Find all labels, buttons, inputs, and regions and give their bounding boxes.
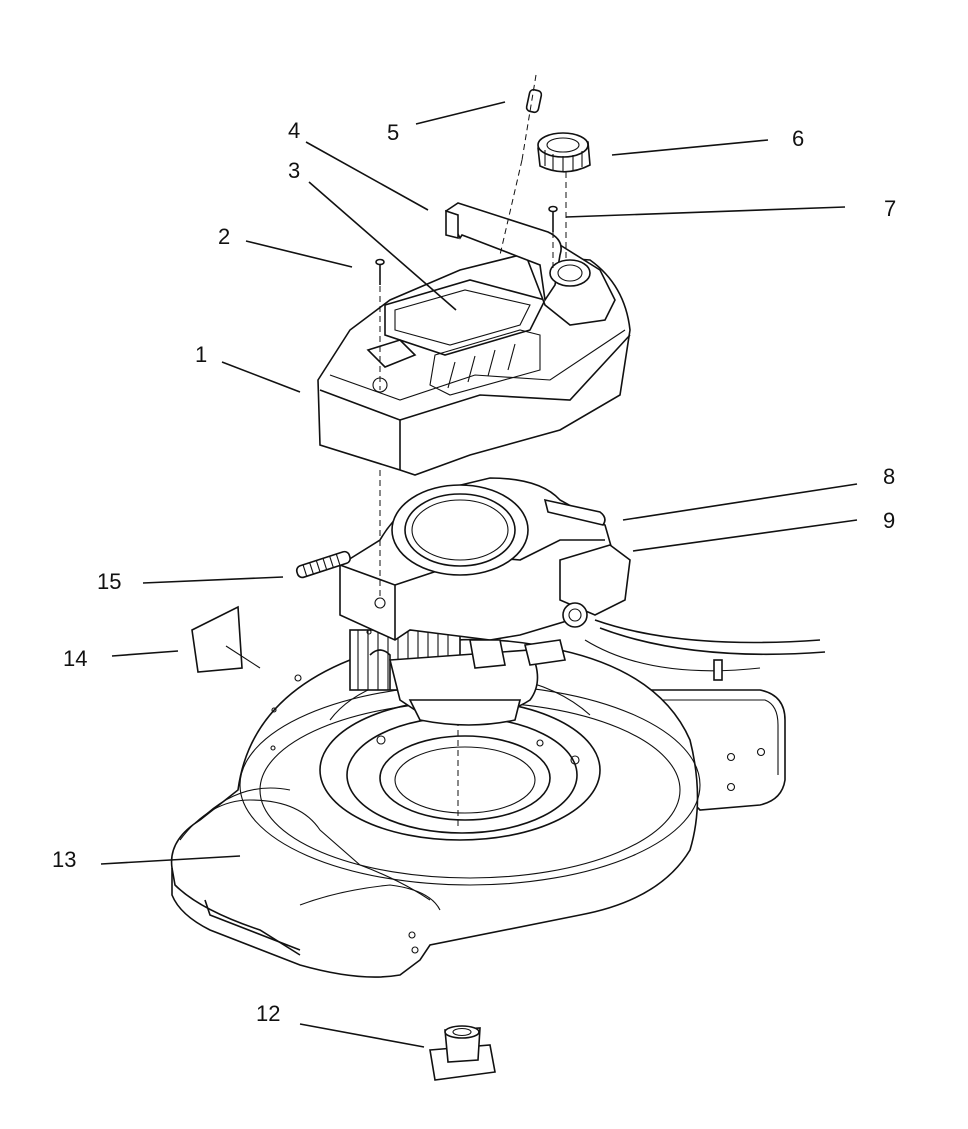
callout-5: 5: [387, 120, 399, 145]
leader-13: [100, 855, 241, 865]
leader-1: [221, 361, 301, 393]
screw-right: [548, 205, 558, 232]
fuel-cap: [537, 132, 591, 173]
leader-2: [245, 240, 353, 268]
leader-9: [632, 519, 858, 552]
callout-labels: 1 2 3 4 5 6 7 8 9 12 13 14 15: [52, 118, 896, 1026]
bushing: [525, 88, 543, 114]
engine-cover: [317, 202, 631, 476]
blade-adapter: [429, 1025, 496, 1081]
callout-3: 3: [288, 158, 300, 183]
leader-6: [611, 139, 769, 156]
callout-2: 2: [218, 224, 230, 249]
leader-12: [299, 1023, 425, 1048]
mower-deck: [170, 638, 786, 978]
callout-9: 9: [883, 508, 895, 533]
callout-6: 6: [792, 126, 804, 151]
dipstick-tube: [295, 550, 351, 579]
leader-15: [142, 576, 284, 584]
callout-15: 15: [97, 569, 121, 594]
callout-14: 14: [63, 646, 87, 671]
leader-4: [305, 141, 429, 211]
leader-3: [308, 181, 457, 311]
callout-12: 12: [256, 1001, 280, 1026]
baffle-plate: [191, 605, 261, 673]
callout-13: 13: [52, 847, 76, 872]
callout-8: 8: [883, 464, 895, 489]
leader-5: [415, 101, 506, 125]
engine-assembly: [295, 477, 826, 726]
leader-lines: [100, 101, 858, 1048]
callout-1: 1: [195, 342, 207, 367]
callout-7: 7: [884, 196, 896, 221]
leader-7: [565, 206, 846, 218]
callout-4: 4: [288, 118, 300, 143]
screw-left: [375, 258, 385, 285]
leader-8: [622, 483, 858, 521]
leader-14: [111, 650, 179, 657]
